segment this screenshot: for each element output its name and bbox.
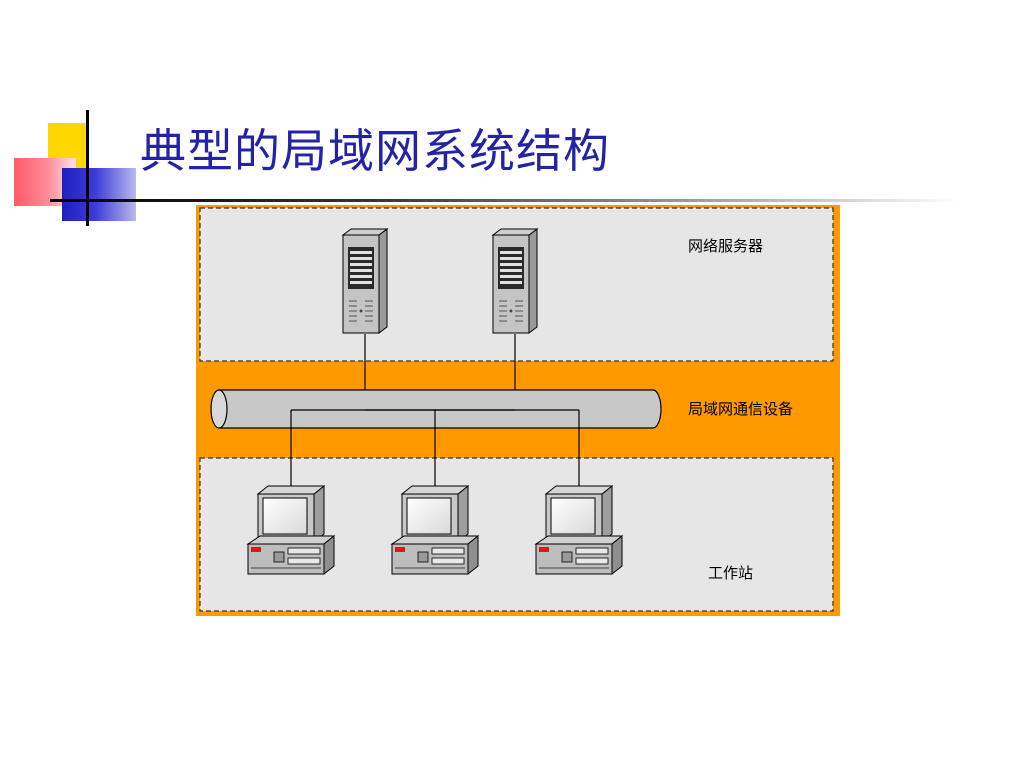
title-underline bbox=[50, 199, 960, 202]
decor-blue-block bbox=[62, 168, 136, 221]
decor-vertical-line bbox=[86, 110, 89, 226]
server-zone-label: 网络服务器 bbox=[688, 237, 763, 255]
workstation-zone-label: 工作站 bbox=[708, 564, 753, 582]
page-title: 典型的局域网系统结构 bbox=[140, 124, 610, 178]
workstations bbox=[246, 484, 624, 576]
desktop-computer-icon bbox=[534, 484, 624, 576]
server-tower-icon bbox=[491, 228, 539, 334]
desktop-computer-icon bbox=[246, 484, 336, 576]
lan-bus-pipe bbox=[210, 389, 662, 429]
desktop-computer-icon bbox=[390, 484, 480, 576]
network-zone-label: 局域网通信设备 bbox=[688, 400, 793, 418]
server-tower-icon bbox=[341, 228, 389, 334]
servers bbox=[341, 228, 539, 334]
